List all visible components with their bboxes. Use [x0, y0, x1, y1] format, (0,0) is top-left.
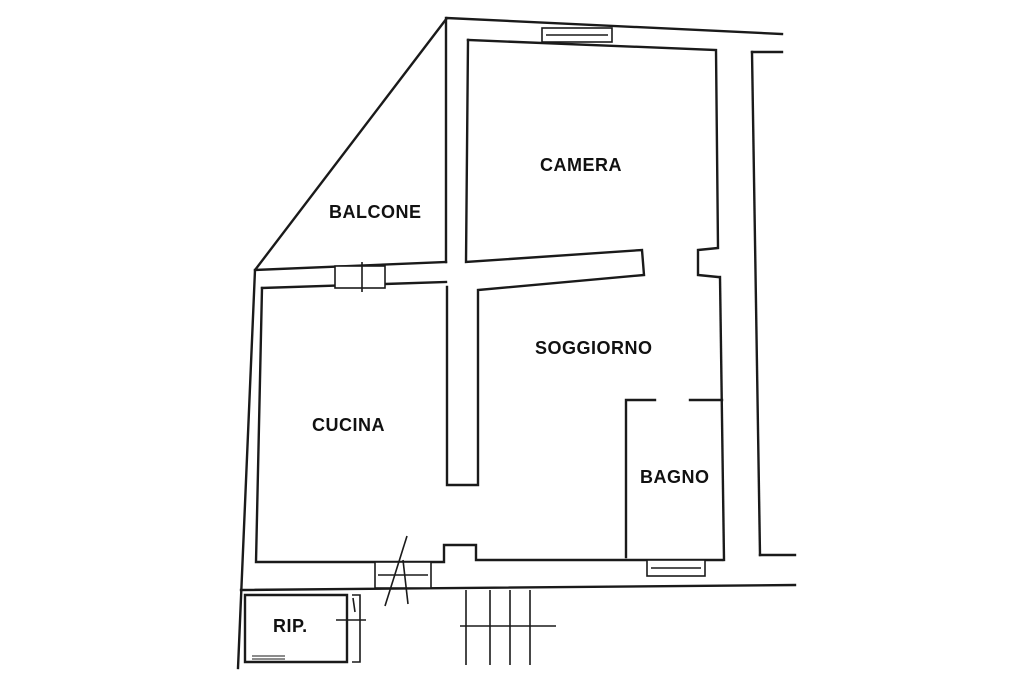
label-bagno: BAGNO [640, 467, 710, 487]
cucina-walls [253, 260, 726, 562]
corner-hatch [252, 655, 285, 663]
balcony-door [334, 265, 386, 289]
camera-walls [444, 16, 720, 487]
external-grating [460, 590, 556, 665]
label-soggiorno: SOGGIORNO [535, 338, 653, 358]
windows [334, 27, 706, 607]
ripostiglio-walls [243, 593, 366, 664]
label-cucina: CUCINA [312, 415, 385, 435]
bagno-walls [624, 398, 724, 559]
label-balcone: BALCONE [329, 202, 422, 222]
label-ripostiglio: RIP. [273, 616, 308, 636]
label-camera: CAMERA [540, 155, 622, 175]
outer-walls [236, 16, 797, 670]
